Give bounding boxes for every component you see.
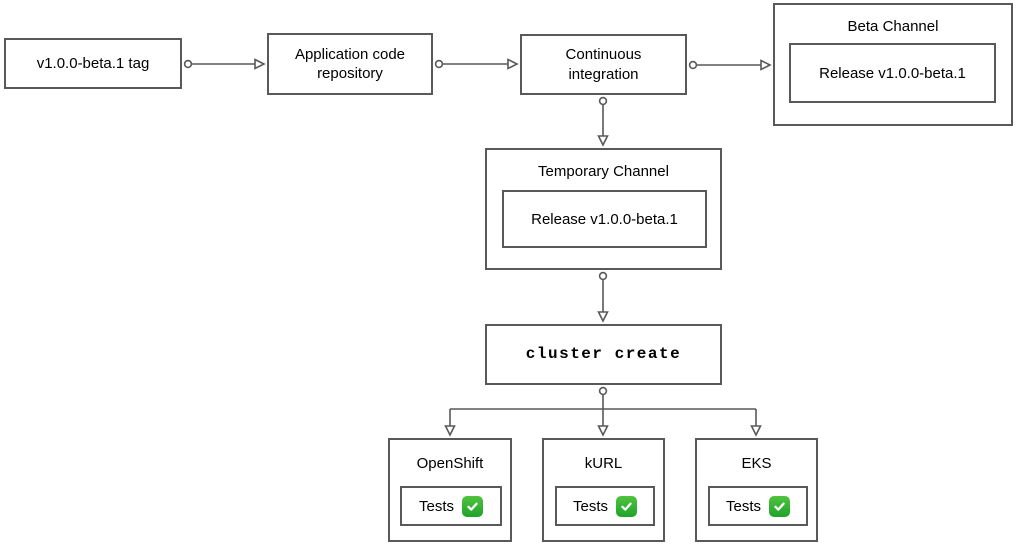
kurl-tests-box: Tests bbox=[555, 486, 655, 526]
beta-channel-title: Beta Channel bbox=[847, 18, 939, 35]
node-version-tag: v1.0.0-beta.1 tag bbox=[4, 38, 182, 89]
check-mark-icon bbox=[769, 495, 790, 517]
eks-title: EKS bbox=[741, 455, 772, 472]
cluster-create-command: cluster create bbox=[525, 345, 682, 364]
temporary-channel-title: Temporary Channel bbox=[538, 163, 669, 180]
check-mark-icon bbox=[616, 495, 637, 517]
node-temporary-channel: Temporary Channel Release v1.0.0-beta.1 bbox=[485, 148, 722, 270]
node-application-code-repository: Application code repository bbox=[267, 33, 433, 95]
node-beta-release: Release v1.0.0-beta.1 bbox=[789, 43, 996, 103]
eks-tests-label: Tests bbox=[725, 497, 761, 515]
kurl-tests-label: Tests bbox=[572, 497, 608, 515]
kurl-title: kURL bbox=[584, 455, 623, 472]
node-kurl: kURL Tests bbox=[542, 438, 665, 542]
openshift-title: OpenShift bbox=[416, 455, 484, 472]
node-temporary-release: Release v1.0.0-beta.1 bbox=[502, 190, 707, 248]
openshift-tests-label: Tests bbox=[418, 497, 454, 515]
node-cluster-create: cluster create bbox=[485, 324, 722, 385]
node-openshift: OpenShift Tests bbox=[388, 438, 512, 542]
eks-tests-box: Tests bbox=[708, 486, 808, 526]
node-beta-channel: Beta Channel Release v1.0.0-beta.1 bbox=[773, 3, 1013, 126]
node-continuous-integration: Continuous integration bbox=[520, 34, 687, 95]
node-eks: EKS Tests bbox=[695, 438, 818, 542]
check-mark-icon bbox=[462, 495, 483, 517]
openshift-tests-box: Tests bbox=[400, 486, 502, 526]
